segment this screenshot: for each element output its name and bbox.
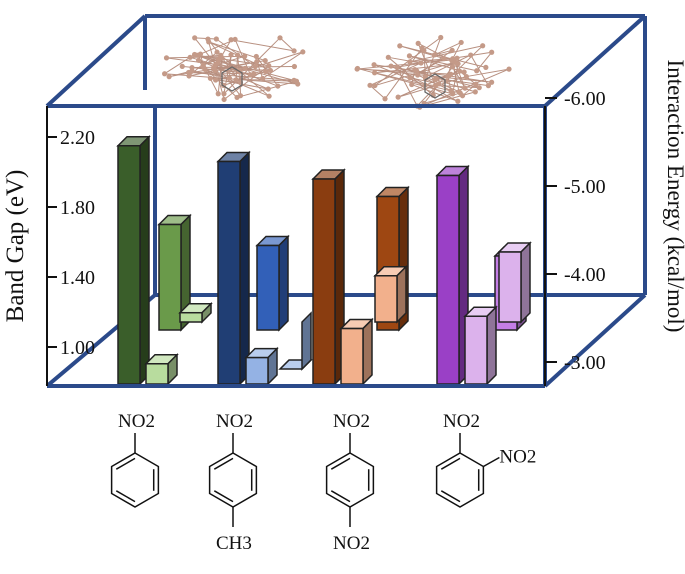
substituent-label: NO2 <box>499 447 536 468</box>
bar-band-gap-a <box>311 168 346 386</box>
bar-band-gap-a <box>216 150 251 386</box>
substituent-label: NO2 <box>333 533 370 554</box>
right-tick-label: -5.00 <box>564 176 606 198</box>
left-axis-title: Band Gap (eV) <box>2 170 29 323</box>
right-tick-label: -6.00 <box>564 88 606 110</box>
bar-interaction-b <box>497 241 532 324</box>
right-tick-label: -3.00 <box>564 352 606 374</box>
right-axis-title: Interaction Energy (kcal/mol) <box>663 60 685 333</box>
bar-interaction-b <box>178 301 213 324</box>
benzene-structure: NO2 <box>110 411 160 508</box>
bar-band-gap-b <box>157 213 192 332</box>
left-axis: 1.00 1.40 1.80 2.20 Band Gap (eV) <box>2 106 95 386</box>
box-top-right-diagonal <box>543 14 647 108</box>
substituent-label: NO2 <box>333 411 370 432</box>
right-axis: -3.00 -4.00 -5.00 -6.00 Interaction Energy … <box>544 60 685 386</box>
bar-band-gap-a <box>435 164 470 386</box>
substituent-label: NO2 <box>443 411 480 432</box>
right-axis-ticks: -3.00 -4.00 -5.00 -6.00 <box>545 88 606 374</box>
left-tick-label: 1.80 <box>60 197 95 219</box>
bar-interaction-a <box>463 305 498 386</box>
box-top-left-diagonal <box>45 14 147 108</box>
left-tick-label: 2.20 <box>60 127 95 149</box>
lid-molecule <box>354 34 512 110</box>
bar-interaction-a <box>339 317 374 386</box>
bar-interaction-b <box>373 264 408 324</box>
right-tick-label: -4.00 <box>564 264 606 286</box>
substituent-label: NO2 <box>216 411 253 432</box>
bar-interaction-a <box>144 352 179 386</box>
bars-layer <box>116 134 532 386</box>
substituent-label: CH3 <box>216 533 252 554</box>
lid-molecule-illustrations <box>162 34 512 110</box>
lid-molecule <box>162 35 306 103</box>
bar-interaction-a <box>244 346 279 386</box>
bar-interaction-b <box>278 311 313 371</box>
left-tick-label: 1.00 <box>60 337 95 359</box>
substituent-label: NO2 <box>118 411 155 432</box>
box-floor-right-diagonal <box>543 293 647 388</box>
left-tick-label: 1.40 <box>60 267 95 289</box>
left-axis-ticks: 1.00 1.40 1.80 2.20 <box>47 127 95 359</box>
bar-band-gap-b <box>255 234 290 332</box>
bar-band-gap-a <box>116 134 151 386</box>
